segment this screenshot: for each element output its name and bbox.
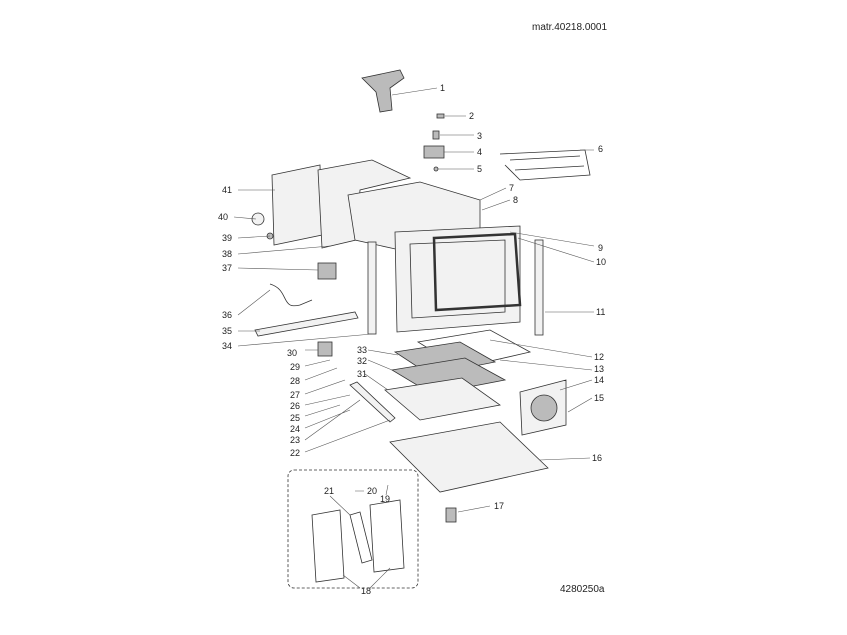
label-4: 4 [477, 147, 482, 157]
part-3-knob [432, 130, 440, 140]
label-27: 27 [290, 390, 300, 400]
label-10: 10 [596, 257, 606, 267]
label-8: 8 [513, 195, 518, 205]
part-2-screw [436, 113, 445, 119]
label-38: 38 [222, 249, 232, 259]
label-30: 30 [287, 348, 297, 358]
label-24: 24 [290, 424, 300, 434]
part-30-bracket [317, 341, 333, 357]
label-39: 39 [222, 233, 232, 243]
part-35-strip [254, 311, 359, 337]
label-40: 40 [218, 212, 228, 222]
label-17: 17 [494, 501, 504, 511]
label-23: 23 [290, 435, 300, 445]
label-21: 21 [324, 486, 334, 496]
part-18-rack-group [287, 469, 419, 589]
part-34-side-rail-left [367, 241, 377, 335]
label-12: 12 [594, 352, 604, 362]
part-6-heating-element [499, 149, 591, 181]
part-4-switch [423, 145, 445, 159]
matr-code: matr.40218.0001 [532, 22, 607, 33]
part-14-fan-cover [519, 379, 567, 436]
part-1-handle [361, 69, 405, 113]
label-33: 33 [357, 345, 367, 355]
part-38-insulation [317, 159, 412, 249]
part-10-door-gasket [432, 232, 522, 312]
label-15: 15 [594, 393, 604, 403]
label-14: 14 [594, 375, 604, 385]
part-17-cap [445, 507, 457, 523]
part-5-pin [433, 166, 439, 172]
label-5: 5 [477, 164, 482, 174]
label-16: 16 [592, 453, 602, 463]
label-34: 34 [222, 341, 232, 351]
label-32: 32 [357, 356, 367, 366]
part-36-cable [269, 283, 313, 307]
label-41: 41 [222, 185, 232, 195]
label-28: 28 [290, 376, 300, 386]
label-31: 31 [357, 369, 367, 379]
part-40-thermostat [251, 212, 265, 226]
label-11: 11 [596, 307, 605, 317]
label-19: 19 [380, 494, 390, 504]
label-35: 35 [222, 326, 232, 336]
part-9-door-frame [394, 225, 521, 333]
part-11-side-rail [534, 239, 544, 336]
label-9: 9 [598, 243, 603, 253]
part-37-motor [317, 262, 337, 280]
label-29: 29 [290, 362, 300, 372]
part-22-bar [349, 381, 396, 423]
label-26: 26 [290, 401, 300, 411]
drawing-code: 4280250a [560, 584, 605, 595]
label-36: 36 [222, 310, 232, 320]
label-1: 1 [440, 83, 445, 93]
label-20: 20 [367, 486, 377, 496]
label-25: 25 [290, 413, 300, 423]
label-2: 2 [469, 111, 474, 121]
label-7: 7 [509, 183, 514, 193]
label-3: 3 [477, 131, 482, 141]
label-22: 22 [290, 448, 300, 458]
label-37: 37 [222, 263, 232, 273]
part-41-back-panel [271, 164, 323, 246]
label-6: 6 [598, 144, 603, 154]
label-18: 18 [361, 586, 371, 596]
label-13: 13 [594, 364, 604, 374]
part-16-bottom-panel [389, 421, 549, 493]
part-31-rack [384, 377, 501, 421]
